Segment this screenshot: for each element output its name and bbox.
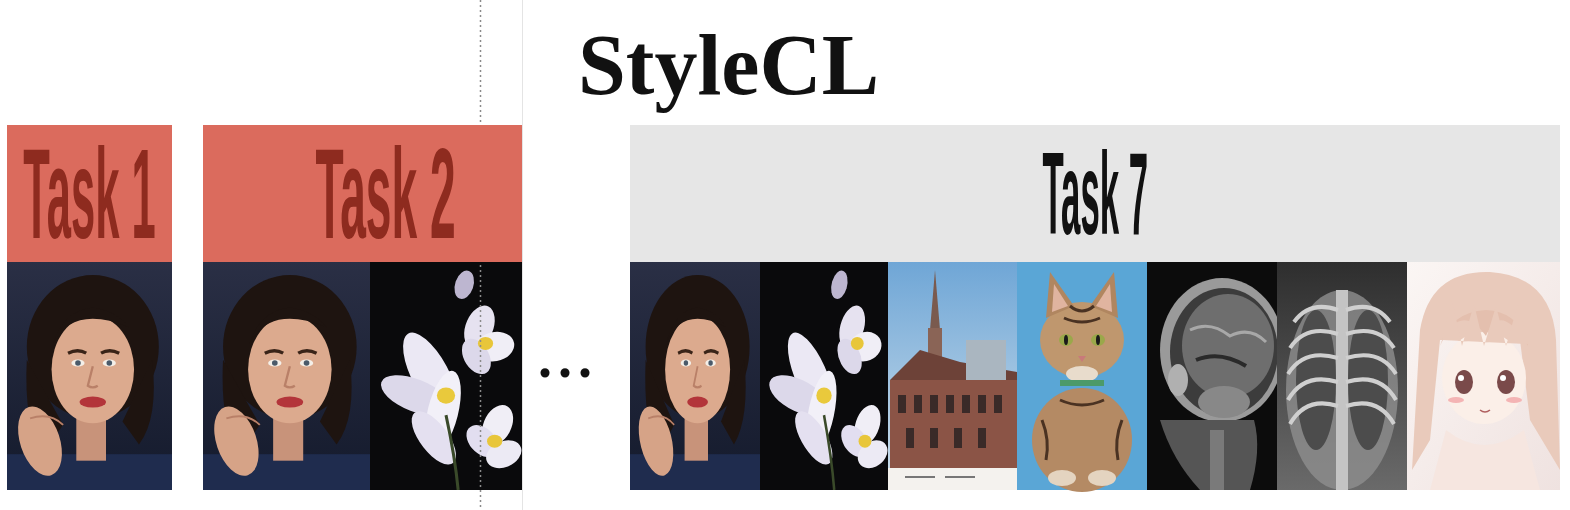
flower-image: [760, 262, 891, 490]
ellipsis-mark: ...: [538, 330, 598, 386]
task-band: Task 2: [203, 125, 522, 262]
cat-image: [1017, 262, 1147, 492]
task-label: Task 7: [1042, 136, 1148, 252]
anime-image: [1407, 262, 1560, 490]
task-label: Task 2: [315, 130, 455, 258]
face-image: [203, 262, 370, 490]
face-image: [630, 262, 760, 490]
face-image: [7, 262, 172, 490]
task-band: Task 7: [630, 125, 1560, 262]
church-image: [888, 262, 1017, 490]
task-label: Task 1: [23, 130, 155, 258]
chest-xray-image: [1277, 262, 1407, 490]
diagram-title: StyleCL: [578, 22, 879, 108]
panel-divider: [522, 0, 523, 510]
flower-image: [370, 262, 525, 490]
task-band: Task 1: [7, 125, 172, 262]
brain-mri-image: [1147, 262, 1284, 490]
